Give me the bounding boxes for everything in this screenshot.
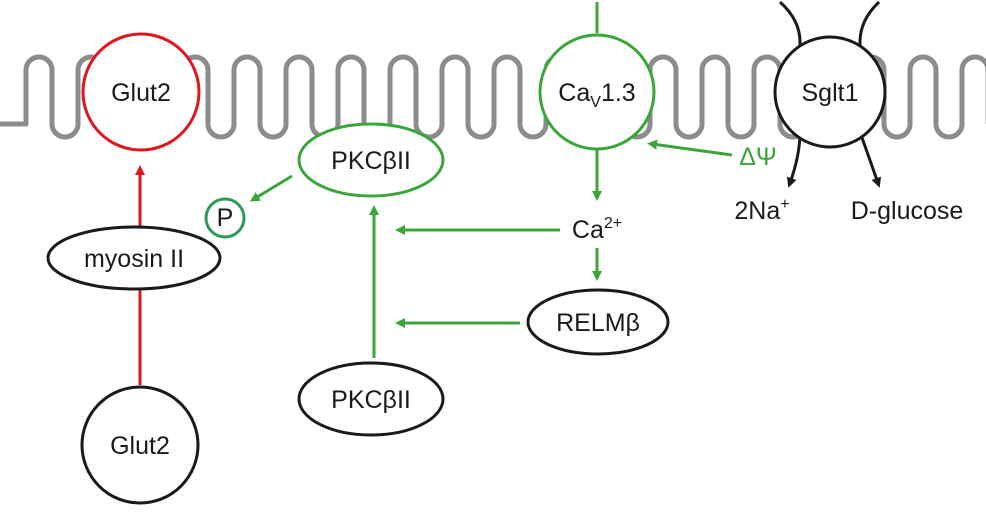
sglt1-label: Sglt1 [802, 79, 859, 107]
myosin-label: myosin II [84, 245, 184, 273]
delta-psi-label: ΔΨ [739, 143, 777, 171]
pkc-bottom-label: PKCβII [331, 386, 411, 414]
phospho-label: P [217, 204, 234, 232]
arrow-delta-psi-to-cav [647, 139, 733, 157]
pkc-bottom-node: PKCβII [297, 361, 445, 437]
glut2-cytosol-label: Glut2 [110, 432, 170, 460]
calcium-label: Ca2+ [572, 215, 622, 244]
myosin-node: myosin II [46, 225, 222, 291]
cav13-label: CaV1.3 [558, 79, 635, 111]
relm-node: RELMβ [526, 288, 670, 356]
arrow-pkc-to-phospho [249, 174, 293, 202]
glucose-label: D-glucose [851, 197, 964, 225]
sodium-label: 2Na+ [734, 196, 789, 225]
glut2-membrane-label: Glut2 [111, 79, 171, 107]
glut2-membrane-node: Glut2 [81, 32, 201, 152]
cav13-node: CaV1.3 [538, 33, 656, 151]
pkc-top-node: PKCβII [297, 122, 445, 198]
sglt1-node: Sglt1 [773, 35, 887, 149]
pkc-top-label: PKCβII [331, 147, 411, 175]
relm-label: RELMβ [556, 309, 640, 337]
phospho-node: P [204, 197, 246, 239]
glut2-cytosol-node: Glut2 [80, 385, 200, 505]
